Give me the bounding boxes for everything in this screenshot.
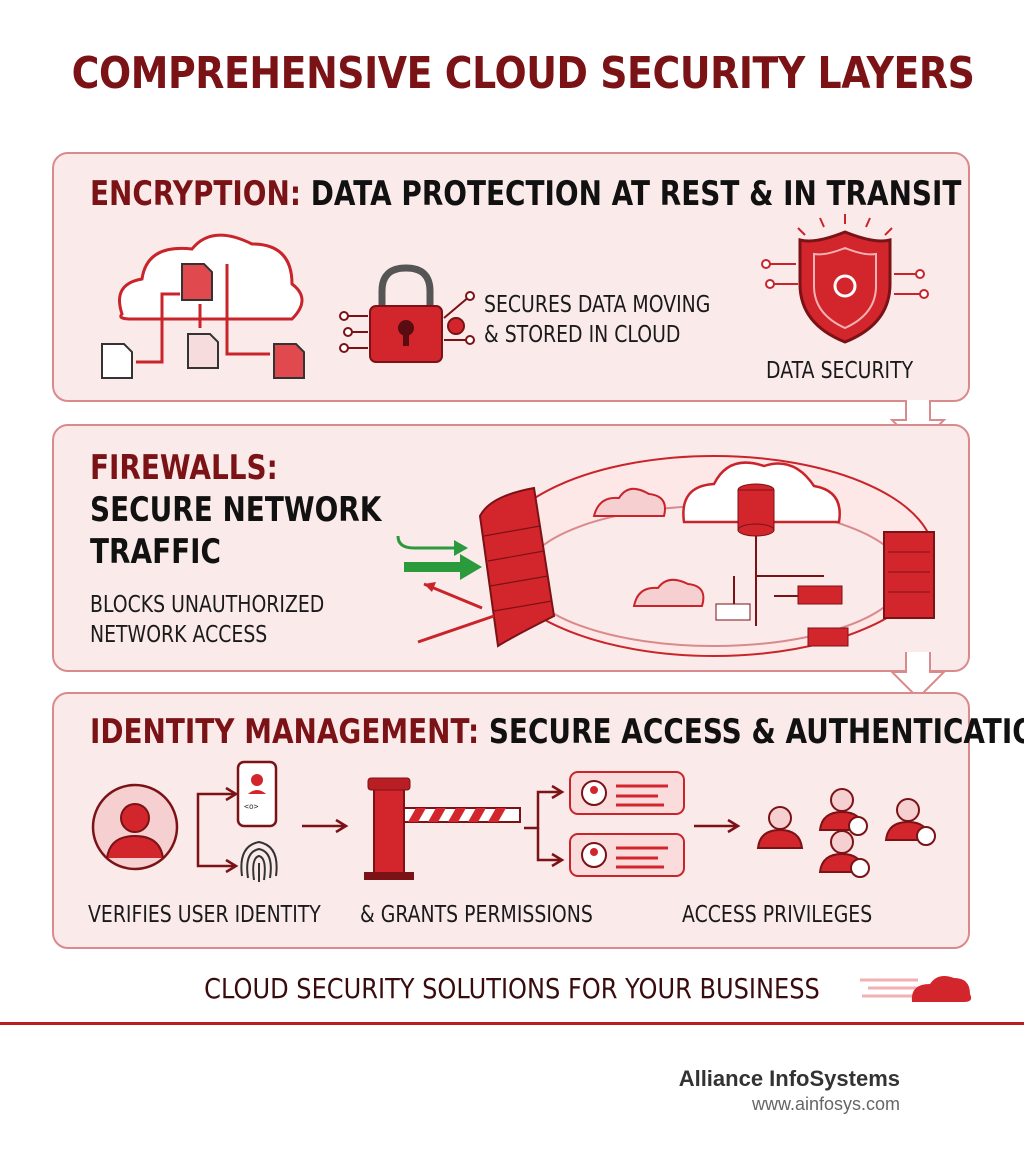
phone-code: <o> <box>244 802 259 811</box>
identity-heading-rest: SECURE ACCESS & AUTHENTICATION <box>488 712 1024 752</box>
firewalls-heading-rest-1: SECURE NETWORK <box>90 490 382 530</box>
identity-panel: IDENTITY MANAGEMENT: SECURE ACCESS & AUT… <box>52 692 1024 949</box>
smartphone-icon <box>236 760 278 828</box>
speed-cloud-icon <box>860 976 972 1002</box>
firewall-diagram <box>396 455 935 657</box>
encryption-label-3: DATA SECURITY <box>766 358 914 384</box>
encryption-label-2: & STORED IN CLOUD <box>484 322 681 348</box>
identity-label-3: ACCESS PRIVILEGES <box>682 902 873 928</box>
firewalls-label-1: BLOCKS UNAUTHORIZED <box>90 592 325 618</box>
company-block: Alliance InfoSystems www.ainfosys.com <box>679 1066 900 1115</box>
right-arrow-icon <box>694 818 741 834</box>
firewalls-panel: FIREWALLS: SECURE NETWORK TRAFFIC BLOCKS… <box>52 424 970 672</box>
identity-label-1: VERIFIES USER IDENTITY <box>88 902 321 928</box>
company-name: Alliance InfoSystems <box>678 1066 900 1091</box>
encryption-heading-key: ENCRYPTION: <box>90 174 301 214</box>
tagline: CLOUD SECURITY SOLUTIONS FOR YOUR BUSINE… <box>204 972 820 1005</box>
encryption-heading-rest: DATA PROTECTION AT REST & IN TRANSIT <box>310 174 962 214</box>
user-group-icon <box>756 788 936 878</box>
id-card-icon <box>569 833 685 877</box>
footer-divider <box>0 1022 1024 1025</box>
cloud-documents-icon <box>101 233 305 379</box>
user-avatar-icon <box>91 783 179 871</box>
firewalls-label-2: NETWORK ACCESS <box>90 622 268 648</box>
padlock-icon <box>339 264 475 363</box>
fingerprint-icon <box>240 840 278 882</box>
encryption-label-1: SECURES DATA MOVING <box>484 292 711 318</box>
firewalls-heading-rest-2: TRAFFIC <box>90 532 221 572</box>
encryption-panel: ENCRYPTION: DATA PROTECTION AT REST & IN… <box>52 152 970 402</box>
branch-arrows-icon <box>196 786 239 874</box>
company-url: www.ainfosys.com <box>751 1094 900 1114</box>
branch-arrows-icon <box>524 784 565 868</box>
right-arrow-icon <box>302 818 349 834</box>
encryption-heading: ENCRYPTION: DATA PROTECTION AT REST & IN… <box>90 174 961 214</box>
firewalls-heading-key: FIREWALLS: <box>90 448 278 488</box>
id-card-icon <box>569 771 685 815</box>
barrier-gate-icon <box>364 777 521 880</box>
identity-heading: IDENTITY MANAGEMENT: SECURE ACCESS & AUT… <box>90 712 1024 752</box>
shield-icon <box>761 214 929 344</box>
identity-label-2: & GRANTS PERMISSIONS <box>360 902 593 928</box>
page-title: COMPREHENSIVE CLOUD SECURITY LAYERS <box>71 48 975 99</box>
identity-heading-key: IDENTITY MANAGEMENT: <box>90 712 480 752</box>
